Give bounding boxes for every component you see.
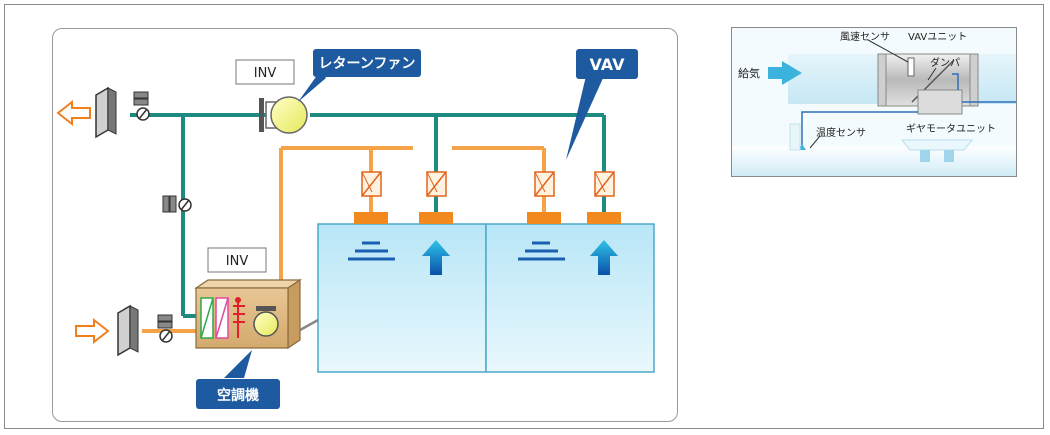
vav-detail-graphics: 風速センサ VAVユニット ダンパ 給気 ギヤモータユニット 温度センサ [732, 28, 1016, 176]
label-air-speed-sensor: 風速センサ [840, 31, 890, 43]
inv-box-top-frame [235, 59, 295, 85]
outdoor-air-damper [157, 314, 173, 343]
vav-callout [566, 49, 638, 160]
label-supply-air: 給気 [738, 66, 760, 80]
vav-box-4 [594, 171, 615, 197]
ceiling-outlets [354, 212, 621, 224]
room-right [485, 223, 655, 373]
exhaust-arrow [56, 99, 91, 127]
label-temperature-sensor: 温度センサ [816, 126, 866, 139]
vav-label: VAV [590, 55, 626, 74]
label-damper: ダンパ [930, 56, 960, 69]
return-up-arrow-left [422, 240, 450, 275]
exhaust-damper [133, 91, 150, 121]
ahu-room-connector [299, 318, 319, 332]
return-fan [259, 96, 308, 134]
detail-sensor-wiring [801, 73, 1016, 146]
label-gear-motor-unit: ギヤモータユニット [906, 123, 996, 135]
detail-outlet [900, 139, 974, 162]
outdoor-air-louver [117, 304, 139, 357]
room-left [317, 223, 487, 373]
diffuser-air-left [348, 241, 395, 261]
inv-box-bottom-frame [207, 247, 267, 273]
return-fan-label: レターンファン [319, 56, 416, 72]
detail-ceiling [732, 146, 1016, 176]
vav-box-2 [426, 171, 447, 197]
detail-leader-lines [809, 39, 937, 149]
vav-box-1 [361, 171, 382, 197]
detail-gear-motor [917, 89, 963, 115]
ahu-label: 空調機 [217, 387, 259, 404]
ahu-callout [196, 350, 280, 409]
inv-label-bottom: INV [226, 254, 249, 269]
air-handling-unit [194, 278, 302, 350]
vav-box-3 [534, 171, 555, 197]
exhaust-louver [95, 86, 117, 139]
return-fan-callout [298, 49, 421, 102]
intake-arrow [75, 317, 110, 345]
detail-supply-arrow [768, 61, 802, 85]
label-vav-unit: VAVユニット [908, 32, 967, 43]
bypass-damper [162, 195, 192, 213]
diffuser-air-right [518, 241, 565, 261]
vav-unit-detail: 風速センサ VAVユニット ダンパ 給気 ギヤモータユニット 温度センサ [731, 27, 1017, 177]
return-up-arrow-right [590, 240, 618, 275]
inv-label-top: INV [254, 66, 277, 81]
